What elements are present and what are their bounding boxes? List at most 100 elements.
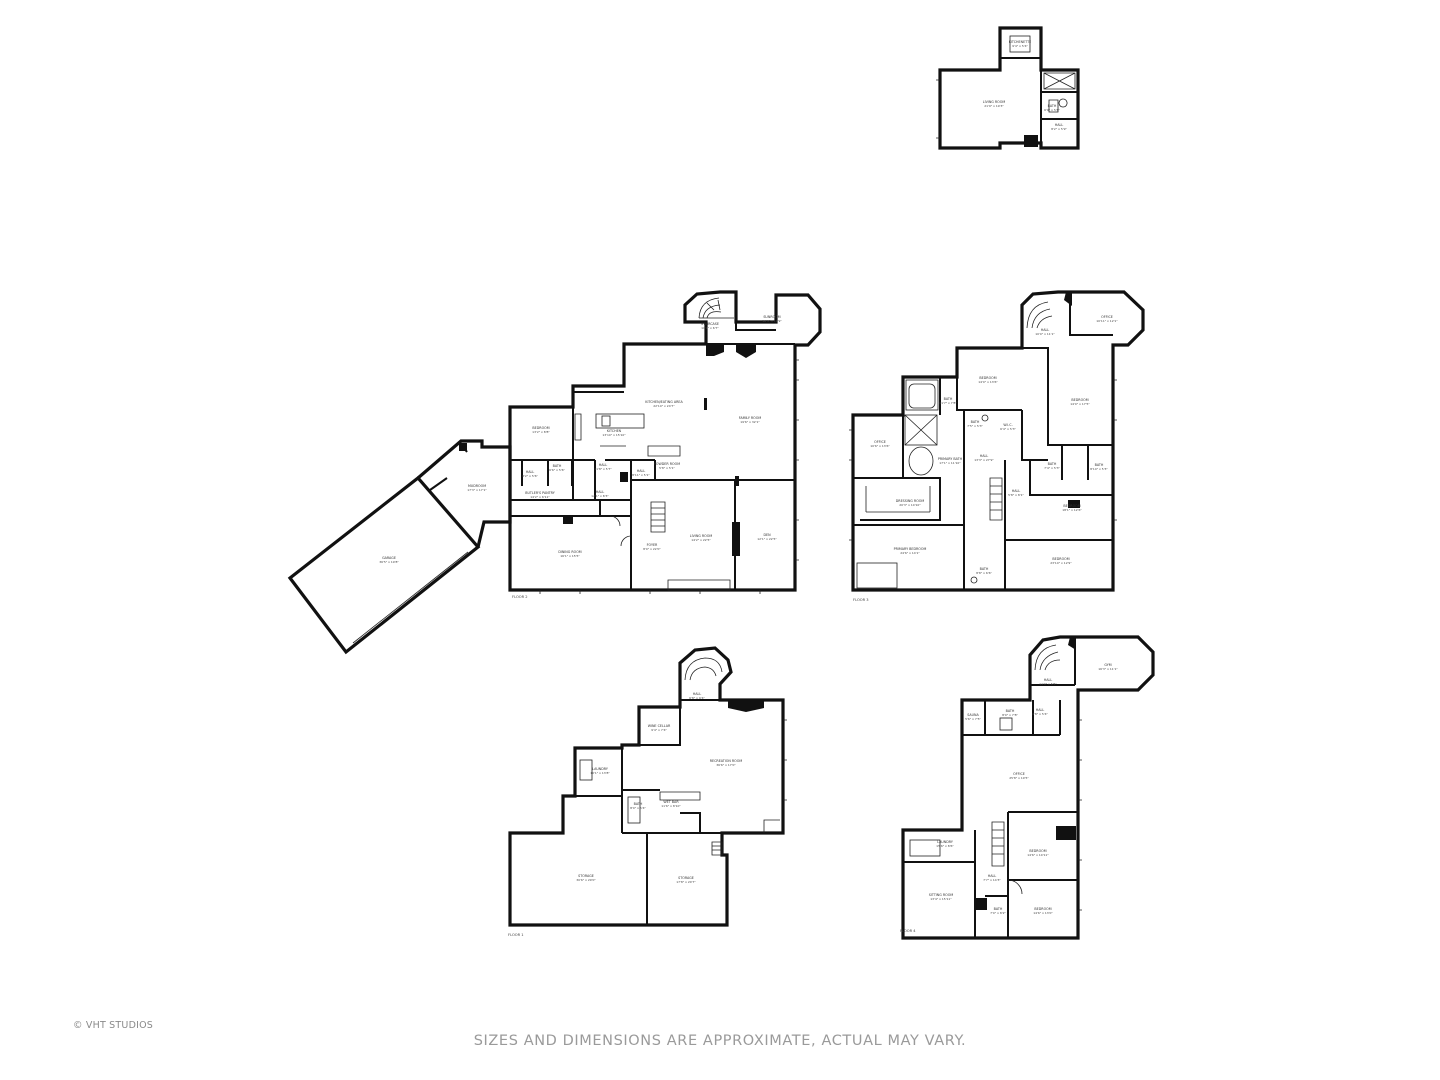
floor-3-room-primary-bedroom-name: PRIMARY BEDROOM [894,547,927,551]
floor-4-room-bedroom-name: BEDROOM [1029,849,1046,853]
floor-2-label: FLOOR 2 [512,595,528,599]
floor-1-room-wet-bar-name: WET BAR [663,800,679,804]
floor-2-room-hall-dimensions: 11'8" x 5'7" [594,467,612,471]
floor-3-room-dressing-room-dimensions: 20'3" x 10'10" [899,503,921,507]
floor-2-room-family-room-name: FAMILY ROOM [739,416,762,420]
floor-3-room-hall-dimensions: 5'8" x 8'1" [1008,493,1024,497]
floor-3-room-primary-bath-dimensions: 17'1" x 11'10" [939,461,961,465]
floor-4-label: FLOOR 4 [900,929,916,933]
floor-3-room-bedroom-dimensions: 14'0" x 17'5" [1070,402,1090,406]
floor-3-room-hall-dimensions: 13'3" x 27'9" [974,458,994,462]
floor-3-room-office-name: OFFICE [1101,315,1113,319]
floor-2-room-hall-dimensions: 8'2" x 5'6" [522,474,538,478]
floor-1-room-recreation-room-dimensions: 36'6" x 17'0" [716,763,736,767]
floor-4-room-bedroom-dimensions: 14'6" x 13'0" [1033,911,1053,915]
floor-4-plan [901,635,1155,940]
floor-2-room-den-name: DEN [763,533,771,537]
floor-4-room-bedroom-name: BEDROOM [1034,907,1051,911]
copyright-credit: © VHT STUDIOS [73,1020,153,1031]
floor-4-room-bedroom-dimensions: 14'6" x 10'11" [1027,853,1049,857]
floor-3-room-hall-name: HALL [980,454,989,458]
floor-2-room-sunroom-dimensions: 16'3" x 11'9" [762,319,782,323]
floor-3-room-bedroom-name: BEDROOM [1052,557,1069,561]
floor-3-room-bath-dimensions: 11'7" x 7'8" [939,401,957,405]
floor-2-room-sunroom-name: SUNROOM [763,315,780,319]
floor-2-room-butler-s-pantry-name: BUTLER'S PANTRY [525,491,556,495]
floor-5-room-bath-name: BATH [1048,104,1057,108]
floor-2-room-garage-name: GARAGE [382,556,396,560]
floor-4-room-gym-name: GYM [1104,663,1111,667]
floor-3-room-bath-name: BATH [971,420,980,424]
floor-2-room-mudroom-dimensions: 17'3" x 17'1" [467,488,487,492]
floor-3-room-bath-name: BATH [980,567,989,571]
floor-3-room-bath-dimensions: 8'8" x 6'6" [976,571,992,575]
floor-2-room-garage-dimensions: 36'5" x 19'8" [379,560,399,564]
floor-4-room-hall-name: HALL [988,874,997,878]
floor-5-room-living-room-name: LIVING ROOM [983,100,1006,104]
floor-2-room-living-room-name: LIVING ROOM [690,534,713,538]
floor-4-room-sauna-dimensions: 5'6" x 7'5" [965,717,981,721]
floor-2-room-bedroom-dimensions: 13'2" x 8'8" [532,430,550,434]
floor-1-plan [508,646,787,927]
floor-3-room-bath-name: BATH [944,397,953,401]
floor-4-room-bath-name: BATH [994,907,1003,911]
floor-3-room-hall-name: HALL [1012,489,1021,493]
floor-2-room-hall-name: HALL [526,470,535,474]
floor-2-room-hall-name: HALL [596,490,605,494]
floor-4-room-bath-name: BATH [1006,709,1015,713]
floor-2-room-hall-dimensions: 12'1" x 8'3" [591,494,609,498]
floor-2-room-butler-s-pantry-dimensions: 14'2" x 6'11" [530,495,550,499]
floor-5-room-kitchenette-dimensions: 9'4" x 5'4" [1012,44,1028,48]
floor-3-room-bath-name: BATH [1048,462,1057,466]
floor-3-room-bedroom-dimensions: 14'0" x 13'6" [978,380,998,384]
floor-1-room-recreation-room-name: RECREATION ROOM [710,759,743,763]
floor-4-room-office-name: OFFICE [1013,772,1025,776]
floor-1-room-bath-name: BATH [634,802,643,806]
floor-1-room-storage-name: STORAGE [578,874,594,878]
floor-4-room-bath-dimensions: 7'0" x 8'2" [990,911,1006,915]
floor-2-room-bath-name: BATH [553,464,562,468]
floor-1-label: FLOOR 1 [508,933,524,937]
floor-3-room-primary-bath-name: PRIMARY BATH [938,457,963,461]
floor-1-room-wet-bar-dimensions: 11'6" x 8'10" [661,804,681,808]
floor-2-plan [287,290,822,655]
floor-3-plan [849,290,1145,592]
floor-2-room-kitchen-eating-area-name: KITCHEN/EATING AREA [645,400,683,404]
floor-5-room-hall-name: HALL [1055,123,1064,127]
floor-2-room-kitchen-dimensions: 13'10" x 15'10" [602,433,626,437]
floor-2-room-hall-dimensions: 8'11" x 5'1" [632,473,650,477]
floor-1-room-wine-cellar-dimensions: 9'4" x 7'4" [651,728,667,732]
floor-3-room-hall-name: HALL [1041,328,1050,332]
floor-4-room-hall-dimensions: 4'8" x 5'4" [1032,712,1048,716]
floor-2-room-dining-room-name: DINING ROOM [558,550,581,554]
floor-1-room-hall-name: HALL [693,692,702,696]
floor-4-room-sauna-name: SAUNA [967,713,979,717]
floor-1-room-storage-name: STORAGE [678,876,694,880]
floor-2-room-foyer-name: FOYER [647,543,658,547]
floor-4-room-hall-name: HALL [1044,678,1053,682]
floor-4-room-bath-dimensions: 8'0" x 7'8" [1002,713,1018,717]
floor-4-room-laundry-name: LAUNDRY [937,840,954,844]
floor-2-room-staircase-dimensions: 10'0" x 6'7" [701,326,719,330]
floor-5-room-living-room-dimensions: 21'9" x 19'3" [984,104,1004,108]
floor-2-room-hall-name: HALL [637,469,646,473]
floor-3-label: FLOOR 3 [853,598,869,602]
floor-3-room-bedroom-name: BEDROOM [1071,398,1088,402]
floor-3-room-hall-dimensions: 10'0" x 11'1" [1035,332,1055,336]
floor-1-room-bath-dimensions: 8'0" x 5'4" [630,806,646,810]
floor-2-room-family-room-dimensions: 19'6" x 32'1" [740,420,760,424]
floor-1-room-hall-dimensions: 6'8" x 9'4" [689,696,705,700]
floor-4-room-hall-dimensions: 11'0" x 6'5" [1039,682,1057,686]
floor-1-room-storage-dimensions: 17'8" x 20'7" [676,880,696,884]
floor-5-room-hall-dimensions: 8'2" x 5'9" [1051,127,1067,131]
floor-2-room-living-room-dimensions: 14'2" x 22'5" [691,538,711,542]
floor-3-room-bath-dimensions: 7'4" x 5'3" [1044,466,1060,470]
floor-3-room-bath-dimensions: 7'5" x 5'3" [967,424,983,428]
floor-3-room-bath-dimensions: 8'10" x 5'3" [1090,467,1108,471]
floor-4-room-sitting-room-dimensions: 13'4" x 15'11" [930,897,952,901]
floor-2-room-foyer-dimensions: 8'0" x 22'0" [643,547,661,551]
floor-3-room-primary-bedroom-dimensions: 24'6" x 14'1" [900,551,920,555]
floor-1-room-laundry-name: LAUNDRY [592,767,609,771]
floor-3-room-bedroom-name: BEDROOM [979,376,996,380]
floor-2-room-powder-room-dimensions: 5'8" x 5'1" [659,466,675,470]
